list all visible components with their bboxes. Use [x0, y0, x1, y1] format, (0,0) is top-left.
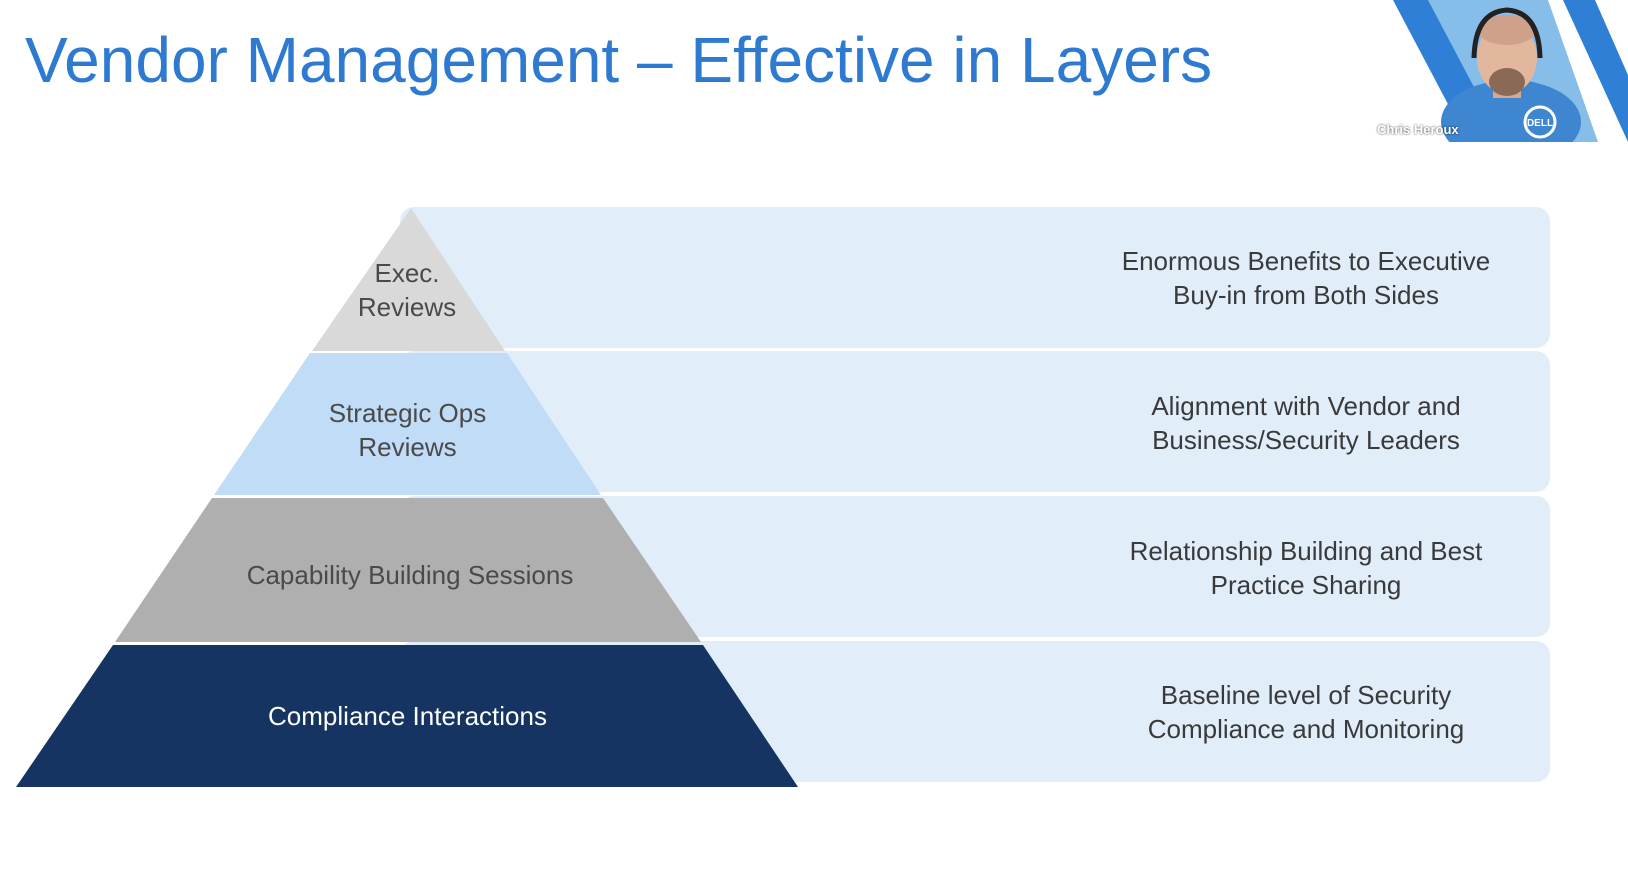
pyramid-label-capability-building: Capability Building Sessions: [246, 560, 574, 590]
pyramid-layer-compliance: [16, 645, 798, 787]
pyramid-diagram: [16, 208, 798, 787]
band-description-2: Alignment with Vendor and Business/Secur…: [1151, 391, 1461, 455]
participant-name: Chris Heroux: [1377, 122, 1459, 137]
shirt-logo: DELL: [1527, 118, 1553, 129]
participant-video-tile: DELL Chris Heroux: [1373, 0, 1628, 142]
pyramid-label-exec-reviews: Exec. Reviews: [357, 258, 457, 322]
pyramid-layer-strategic-ops: [214, 353, 601, 495]
participant-video-feed: DELL: [1373, 0, 1628, 142]
description-band-1: [400, 207, 1550, 348]
band-description-4: Baseline level of Security Compliance an…: [1147, 680, 1465, 744]
pyramid-label-strategic-ops: Strategic Ops Reviews: [328, 398, 487, 462]
band-description-3: Relationship Building and Best Practice …: [1129, 536, 1483, 600]
pyramid-layer-capability-building: [115, 498, 701, 642]
description-band-2: [400, 351, 1550, 492]
slide-title: Vendor Management – Effective in Layers: [25, 24, 1213, 96]
pyramid-layer-exec-reviews: [312, 208, 505, 351]
band-description-1: Enormous Benefits to Executive Buy-in fr…: [1121, 246, 1491, 310]
pyramid-label-compliance: Compliance Interactions: [268, 701, 547, 731]
